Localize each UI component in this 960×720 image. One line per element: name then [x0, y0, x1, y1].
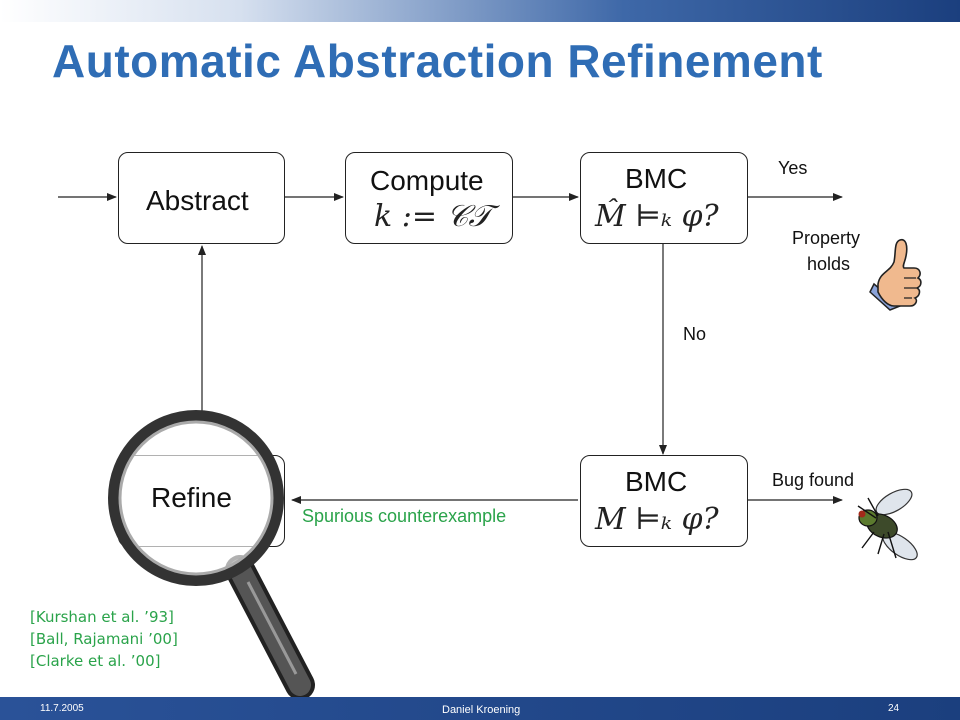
yes-label: Yes: [778, 158, 808, 178]
property-label-line2: holds: [807, 254, 851, 274]
compute-formula: k := 𝒞𝒯: [374, 199, 492, 234]
no-label: No: [683, 324, 707, 344]
abstract-box: Abstract: [118, 152, 285, 244]
compute-label: Compute: [370, 165, 484, 196]
reference-2: [Ball, Rajamani ’00]: [30, 630, 178, 648]
refine-label: Refine: [151, 482, 232, 513]
slide-title: Automatic Abstraction Refinement: [52, 35, 823, 87]
fly-icon: [857, 488, 918, 561]
magnifying-glass-icon: [108, 410, 315, 700]
abstract-label: Abstract: [146, 185, 249, 216]
bmc-bottom-formula: M ⊨ₖ φ?: [595, 502, 719, 537]
reference-1: [Kurshan et al. ’93]: [30, 608, 174, 626]
spurious-label: Spurious counterexample: [302, 506, 507, 526]
thumbs-up-icon: [869, 238, 922, 311]
bmc-bottom-label: BMC: [625, 466, 688, 497]
bmc-bottom-box: BMC M ⊨ₖ φ?: [580, 455, 748, 547]
footer-page-number: 24: [888, 703, 900, 714]
compute-box: Compute k := 𝒞𝒯: [345, 152, 513, 244]
footer-date: 11.7.2005: [40, 703, 84, 714]
reference-3: [Clarke et al. ’00]: [30, 652, 161, 670]
property-label-line1: Property: [792, 228, 861, 248]
footer-author: Daniel Kroening: [442, 704, 521, 716]
bug-found-label: Bug found: [772, 470, 855, 490]
top-bar: [0, 0, 960, 22]
bmc-top-box: BMC M̂ ⊨ₖ φ?: [580, 152, 748, 244]
footer-bar: 11.7.2005 Daniel Kroening 24: [0, 697, 960, 720]
bmc-top-formula: M̂ ⊨ₖ φ?: [595, 199, 719, 234]
bmc-top-label: BMC: [625, 163, 688, 194]
